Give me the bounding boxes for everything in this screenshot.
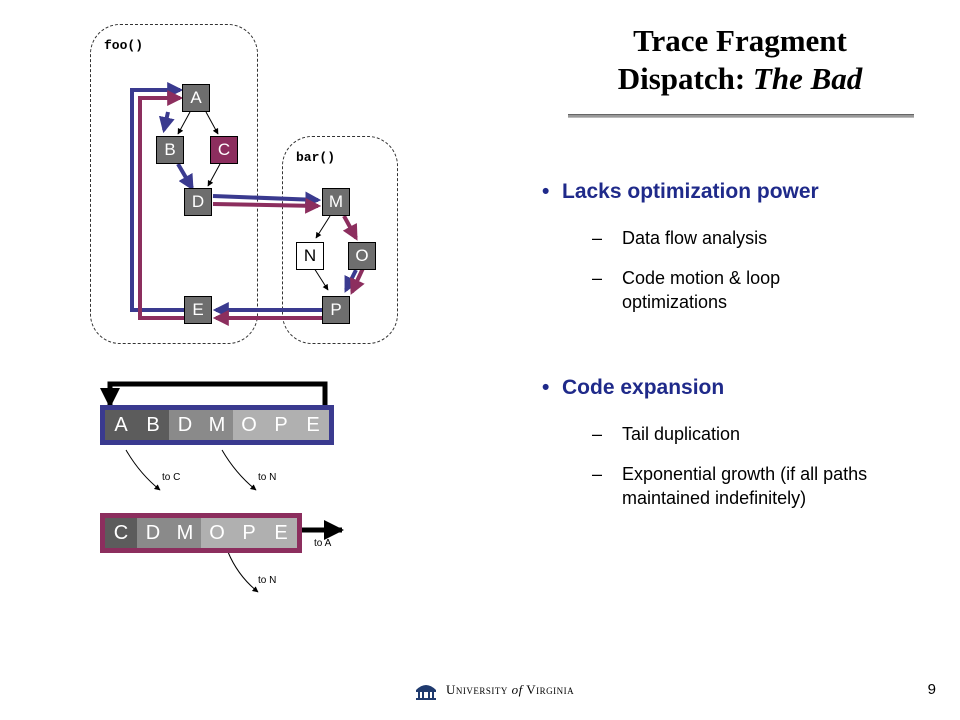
sub-marker-3: –: [592, 424, 603, 444]
bar-region: [282, 136, 398, 344]
sub-4-text: Exponential growth (if all paths maintai…: [622, 464, 868, 508]
foo-region: [90, 24, 258, 344]
trace2-cell-c: C: [105, 518, 137, 548]
node-b: B: [156, 136, 184, 164]
trace-cdmope: C D M O P E: [100, 513, 302, 553]
trace1-cell-e: E: [297, 410, 329, 440]
bullet-2-text: Code expansion: [562, 376, 725, 399]
trace1-cell-m: M: [201, 410, 233, 440]
sub-3-text: Tail duplication: [622, 424, 741, 444]
slide-title: Trace Fragment Dispatch: The Bad: [560, 22, 920, 98]
foo-label: foo(): [104, 38, 144, 53]
label-to-a: to A: [314, 538, 332, 549]
trace1-cell-a: A: [105, 410, 137, 440]
sub-marker-1: –: [592, 228, 603, 248]
trace2-cell-p: P: [233, 518, 265, 548]
sub-exponential-growth: – Exponential growth (if all paths maint…: [592, 462, 932, 510]
sub-1-text: Data flow analysis: [622, 228, 768, 248]
sub-code-motion: – Code motion & loop optimizations: [592, 266, 872, 314]
trace1-cell-b: B: [137, 410, 169, 440]
trace2-cell-m: M: [169, 518, 201, 548]
sub-marker-2: –: [592, 268, 603, 288]
logo-word-university: University: [446, 682, 508, 697]
trace1-cell-o: O: [233, 410, 265, 440]
bullet-code-expansion: • Code expansion: [542, 376, 725, 400]
node-d: D: [184, 188, 212, 216]
bar-label: bar(): [296, 150, 336, 165]
trace2-cell-d: D: [137, 518, 169, 548]
label-to-n-1: to N: [258, 472, 277, 483]
node-o: O: [348, 242, 376, 270]
node-p: P: [322, 296, 350, 324]
logo-word-virginia: Virginia: [526, 682, 575, 697]
title-line-2-plain: Dispatch:: [617, 61, 753, 96]
sub-data-flow: – Data flow analysis: [592, 226, 922, 250]
sub-marker-4: –: [592, 464, 603, 484]
sub-2-text: Code motion & loop optimizations: [622, 268, 781, 312]
logo-word-of: of: [511, 682, 523, 697]
control-flow-arrows: [130, 82, 366, 326]
bullet-lacks-optimization: • Lacks optimization power: [542, 180, 819, 204]
sub-tail-duplication: – Tail duplication: [592, 422, 922, 446]
node-e: E: [184, 296, 212, 324]
label-to-c: to C: [162, 472, 181, 483]
trace1-cell-d: D: [169, 410, 201, 440]
university-logo: University of Virginia: [414, 680, 574, 700]
bullet-marker-1: •: [542, 180, 550, 203]
trace-arrows: [100, 381, 344, 593]
page-number: 9: [927, 681, 936, 698]
title-line-1: Trace Fragment: [633, 23, 847, 58]
trace1-cell-p: P: [265, 410, 297, 440]
rotunda-icon: [416, 685, 436, 700]
bullet-marker-2: •: [542, 376, 550, 399]
node-n: N: [296, 242, 324, 270]
title-line-2: Dispatch: The Bad: [560, 60, 920, 98]
trace-abdmope: A B D M O P E: [100, 405, 334, 445]
title-line-2-italic: The Bad: [752, 61, 863, 96]
trace2-cell-o: O: [201, 518, 233, 548]
label-to-n-2: to N: [258, 575, 277, 586]
bullet-1-text: Lacks optimization power: [562, 180, 819, 203]
university-name: University of Virginia: [446, 682, 574, 698]
node-c: C: [210, 136, 238, 164]
node-a: A: [182, 84, 210, 112]
node-m: M: [322, 188, 350, 216]
title-rule: [568, 114, 914, 118]
trace2-cell-e: E: [265, 518, 297, 548]
